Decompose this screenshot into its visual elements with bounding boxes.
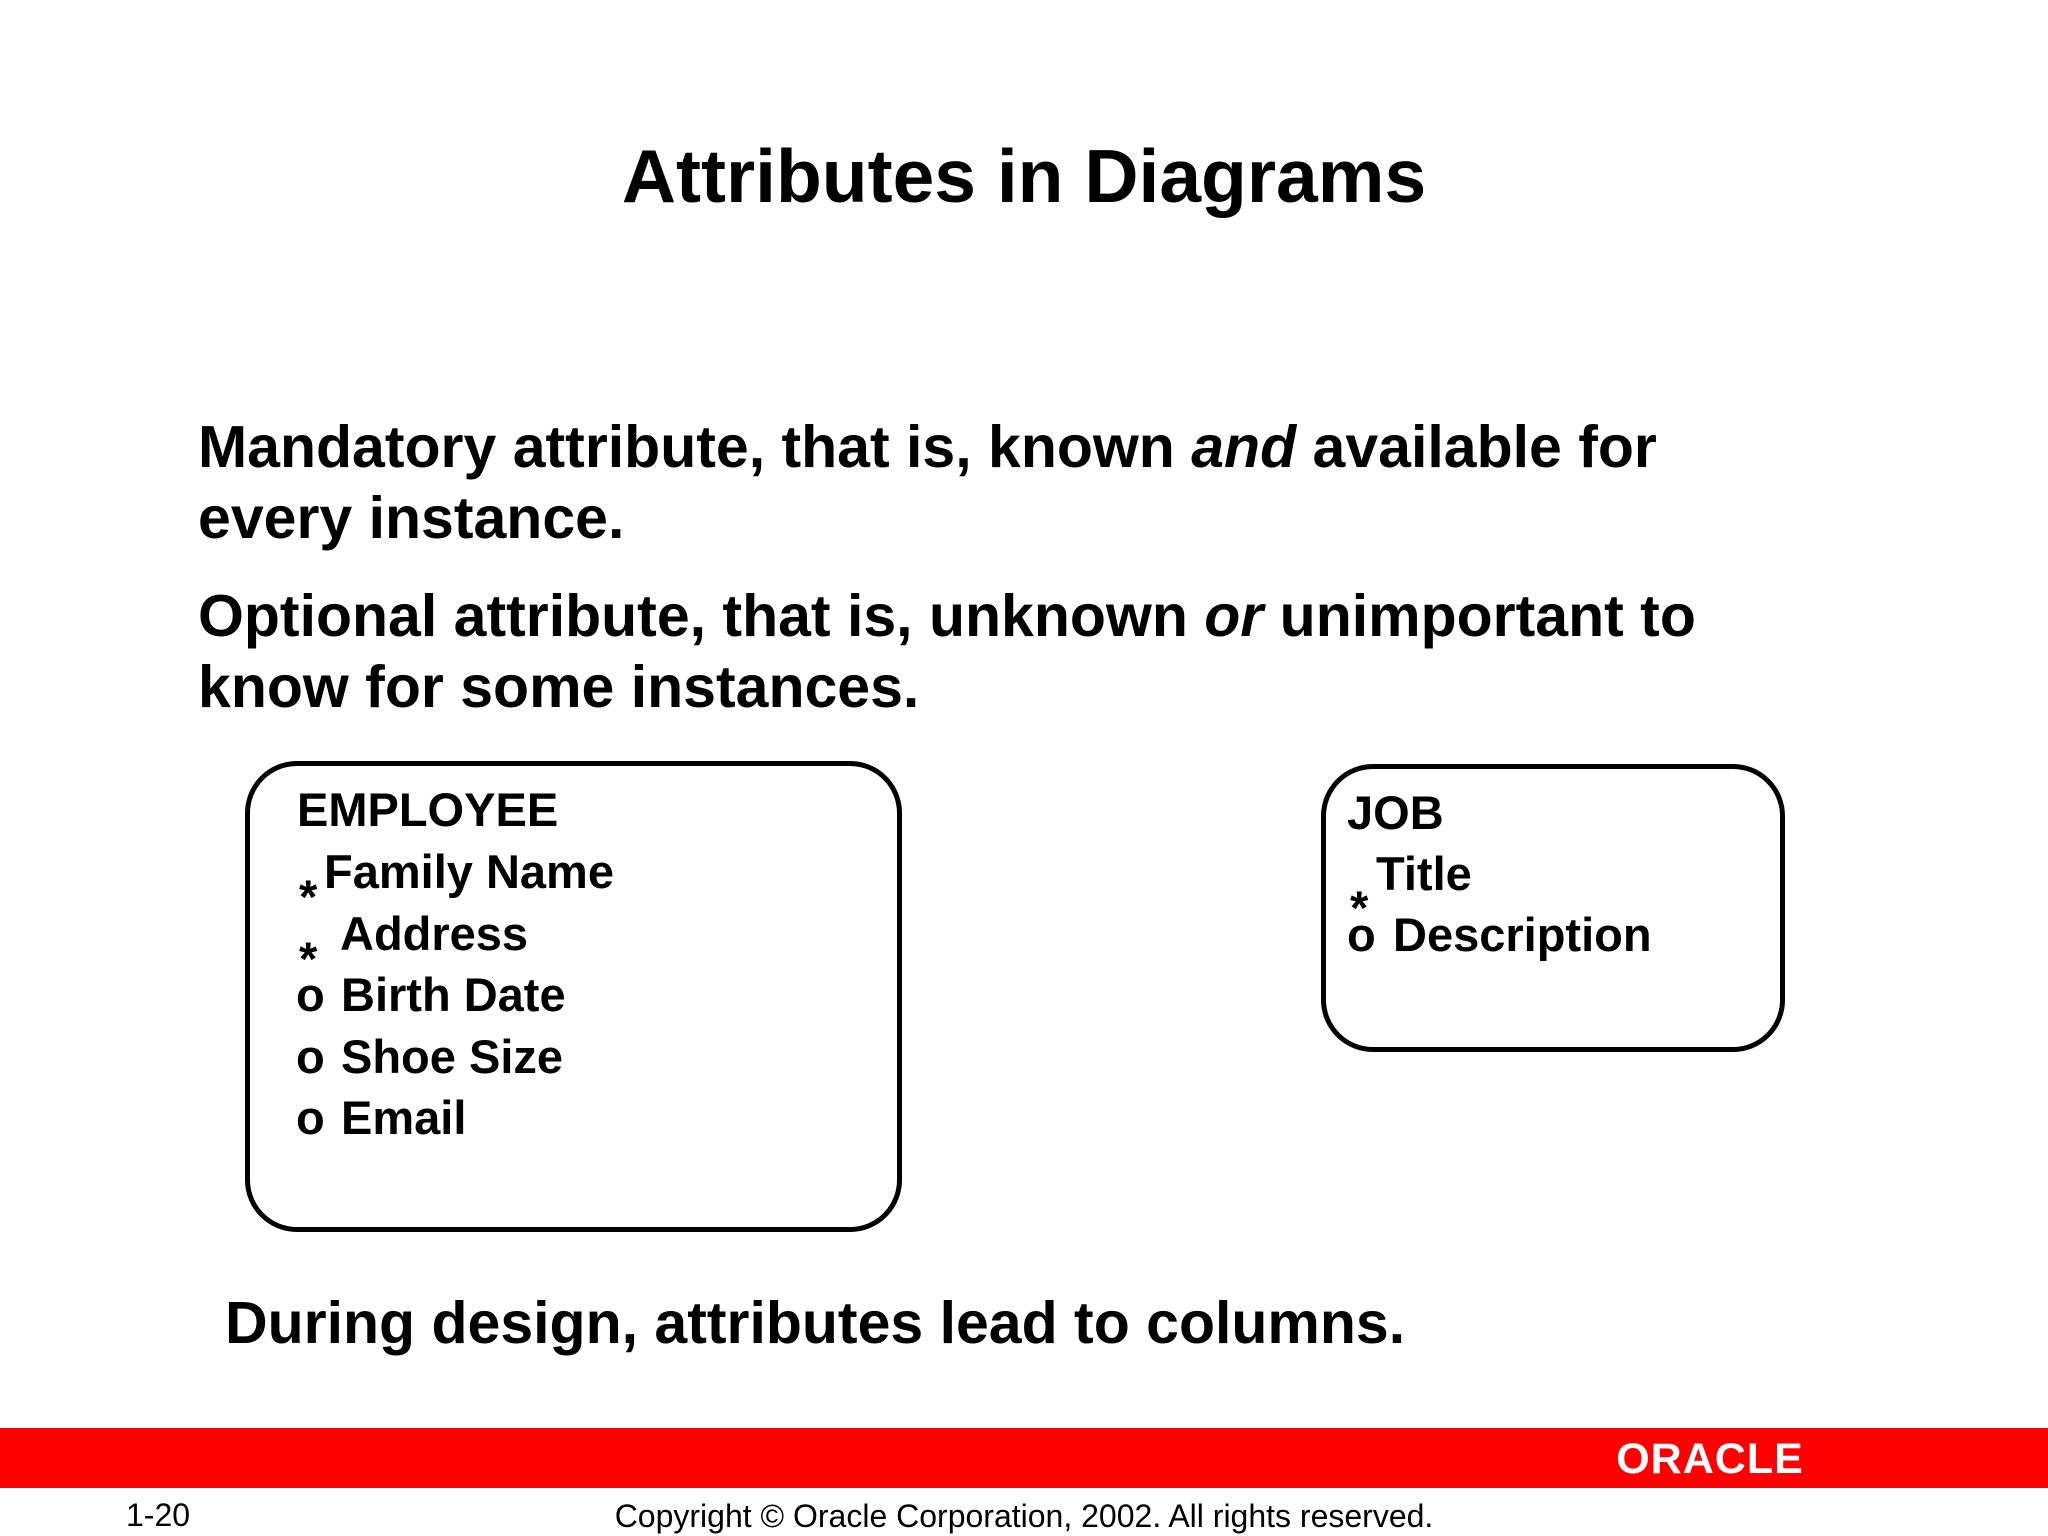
slide-title: Attributes in Diagrams: [621, 134, 1427, 218]
employee-attr-marker: *: [299, 932, 318, 985]
mandatory-attribute-definition: Mandatory attribute, that is, known and …: [198, 412, 1657, 554]
job-attr-marker: *: [1350, 881, 1369, 934]
employee-attr-label: Address: [340, 907, 529, 960]
copyright-notice: Copyright © Oracle Corporation, 2002. Al…: [614, 1498, 1434, 1534]
optional-text-after: unimportant to: [1263, 583, 1696, 649]
job-entity-name: JOB: [1347, 786, 1444, 839]
employee-attr-label: Shoe Size: [341, 1030, 564, 1083]
optional-emphasis: or: [1204, 583, 1264, 649]
employee-entity-name: EMPLOYEE: [297, 783, 559, 836]
employee-attr-marker: *: [299, 870, 318, 923]
job-attr-label: Title: [1376, 847, 1472, 900]
oracle-logo: ORACLE: [1616, 1435, 1804, 1481]
optional-attribute-definition: Optional attribute, that is, unknown or …: [198, 581, 1696, 723]
employee-attr-marker: o: [296, 968, 325, 1021]
mandatory-text-line2: every instance.: [198, 485, 625, 551]
employee-attr-label: Family Name: [324, 845, 614, 898]
employee-attr-label: Email: [341, 1091, 467, 1144]
optional-text-line2: know for some instances.: [198, 654, 920, 720]
employee-entity-box: [245, 761, 902, 1232]
svg-text:ORACLE: ORACLE: [1616, 1435, 1804, 1481]
closing-statement: During design, attributes lead to column…: [225, 1290, 1406, 1356]
job-attr-label: Description: [1393, 908, 1652, 961]
employee-attr-marker: o: [296, 1030, 325, 1083]
footer-red-bar: [0, 1428, 2048, 1488]
mandatory-text-after: available for: [1296, 414, 1657, 480]
job-entity-box: [1321, 764, 1785, 1052]
mandatory-emphasis: and: [1191, 414, 1297, 480]
optional-text-before: Optional attribute, that is, unknown: [198, 583, 1205, 649]
job-attr-marker: o: [1347, 908, 1376, 961]
mandatory-text-before: Mandatory attribute, that is, known: [198, 414, 1192, 480]
employee-attr-label: Birth Date: [341, 968, 566, 1021]
page-number: 1-20: [126, 1497, 191, 1533]
employee-attr-marker: o: [296, 1091, 325, 1144]
